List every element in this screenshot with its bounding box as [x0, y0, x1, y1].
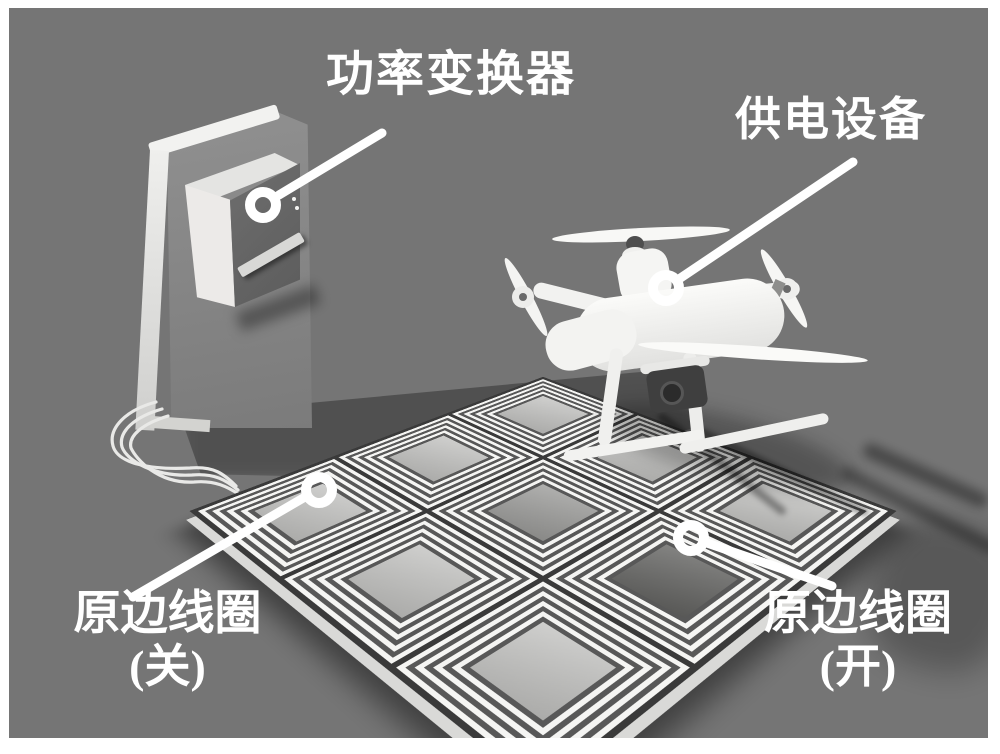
callout-line-power-supply	[674, 157, 858, 284]
frame-border	[0, 0, 9, 754]
left-motor-dot-icon	[519, 293, 527, 301]
frame-border	[988, 0, 1000, 754]
callout-line-coil-off	[128, 492, 310, 602]
frame-border	[0, 0, 1000, 8]
callout-marker-power-supply	[648, 270, 684, 306]
label-power-converter: 功率变换器	[325, 48, 576, 101]
callout-marker-power-converter	[245, 187, 281, 223]
callout-line-coil-on	[699, 537, 837, 591]
converter-led-icon	[295, 206, 299, 210]
label-primary-coil-on: 原边线圈 (开)	[733, 588, 983, 692]
cable-strand	[119, 407, 240, 492]
callout-line-power-converter	[274, 128, 387, 200]
cable-strand	[129, 414, 242, 497]
label-primary-coil-on-line1: 原边线圈	[764, 588, 952, 640]
label-primary-coil-off-line2: (关)	[129, 640, 206, 692]
right-motor-dot-icon	[783, 285, 791, 293]
label-primary-coil-off-line1: 原边线圈	[73, 588, 262, 640]
label-primary-coil-off: 原边线圈 (关)	[40, 588, 295, 692]
label-power-supply-device: 供电设备	[735, 94, 927, 145]
label-primary-coil-on-line2: (开)	[819, 640, 897, 692]
converter-led-icon	[292, 197, 296, 201]
callout-marker-coil-off	[301, 472, 337, 508]
frame-border	[0, 738, 1000, 754]
camera-lens-icon	[660, 381, 684, 405]
callout-marker-coil-on	[673, 520, 709, 556]
